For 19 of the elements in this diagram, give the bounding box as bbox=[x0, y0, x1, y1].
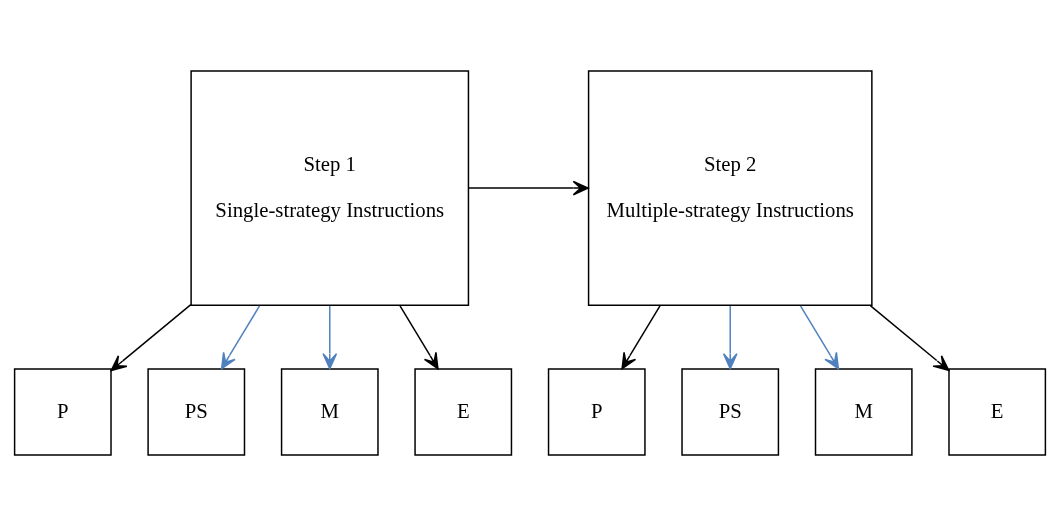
node-box: M bbox=[280, 367, 379, 456]
arrow bbox=[722, 304, 738, 369]
node-box: P bbox=[547, 367, 646, 456]
node-box: Step 1 Single-strategy Instructions bbox=[190, 69, 470, 306]
arrow bbox=[799, 304, 840, 369]
arrow bbox=[110, 303, 192, 371]
node-box: P bbox=[13, 367, 112, 456]
arrow bbox=[399, 304, 439, 369]
node-box: E bbox=[948, 367, 1047, 456]
arrow bbox=[220, 304, 261, 369]
node-box: Step 2 Multiple-strategy Instructions bbox=[587, 69, 873, 306]
arrow bbox=[322, 304, 338, 369]
node-box: PS bbox=[681, 367, 780, 456]
arrow bbox=[869, 304, 950, 371]
arrow bbox=[467, 180, 589, 195]
arrow bbox=[621, 304, 661, 369]
node-box: E bbox=[414, 367, 513, 456]
node-box: PS bbox=[147, 367, 246, 456]
node-box: M bbox=[814, 367, 913, 456]
